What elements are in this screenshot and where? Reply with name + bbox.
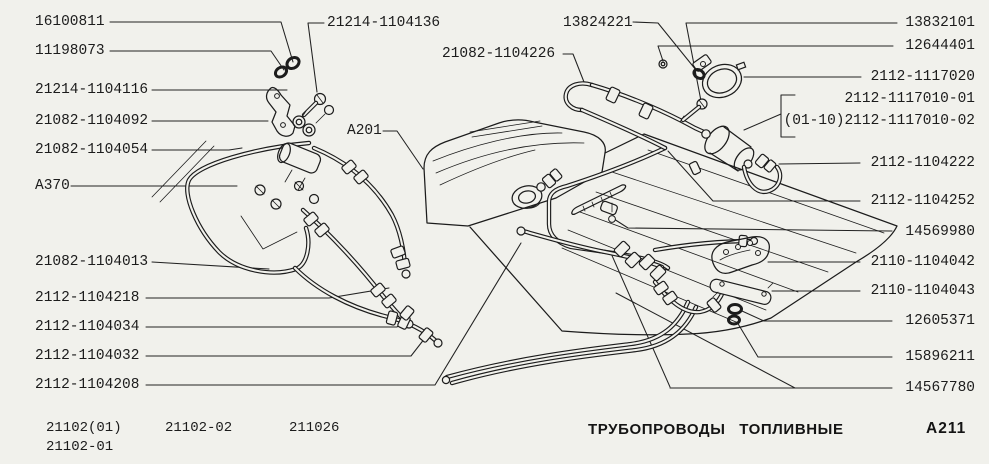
filter-clamp [692,54,747,99]
part-label: 21214-1104116 [35,82,149,98]
mount-washers [273,55,301,79]
part-label: 15896211 [905,349,975,365]
part-label: 14569980 [905,224,975,240]
model-code: 21102-02 [165,420,233,436]
clamp-bolt [679,98,708,123]
leader-lines [70,21,898,389]
tank-strap [571,184,627,216]
part-label: 21082-1104013 [35,254,149,270]
sheet-title: ТРУБОПРОВОДЫ ТОПЛИВНЫЕ [588,421,844,438]
rear-bracket [711,235,770,275]
sheet-code: A211 [926,420,967,437]
part-label: 2112-1104208 [35,377,140,393]
fuel-tee-assembly [240,142,322,250]
tank-outlet-fitting [536,168,563,192]
part-label: 14567780 [905,380,975,396]
bracket-bolt [301,92,335,124]
part-label: 21082-1104092 [35,113,149,129]
background-lines [151,140,215,203]
clamp-nut [658,59,668,69]
part-label: 12644401 [905,38,975,54]
part-label: (01-10)2112-1117010-02 [783,113,975,129]
pipe-bracket [265,86,316,137]
part-label: 2112-1117010-01 [844,91,975,107]
part-label: 21082-1104226 [442,46,556,62]
part-label: 13832101 [905,15,975,31]
model-code: 211026 [289,420,340,436]
part-label: 12605371 [905,313,975,329]
hose-fittings [303,159,443,348]
filter-outlet-hose [741,153,783,194]
model-code: 21102-01 [46,439,114,455]
part-label: 2110-1104043 [870,283,975,299]
part-label: 21214-1104136 [327,15,441,31]
supply-pipe [563,81,709,151]
part-label: 2112-1104252 [870,193,975,209]
part-label: 21082-1104054 [35,142,149,158]
rear-hose-cluster [613,240,728,315]
rear-washers [727,303,743,326]
part-label: 13824221 [563,15,633,31]
part-label: 2112-1104034 [35,319,140,335]
underbody-pipes [441,299,699,386]
part-label: A370 [35,178,70,194]
part-label: 2112-1104218 [35,290,140,306]
part-label: 2110-1104042 [870,254,975,270]
fuel-filter [701,125,755,172]
part-label: 16100811 [35,14,105,30]
part-label: 2112-1104032 [35,348,140,364]
model-code: 21102(01) [46,420,122,436]
rear-bar [709,278,774,305]
part-label: 2112-1117020 [870,69,975,85]
pipe-clip [600,200,618,223]
part-label: 11198073 [35,43,105,59]
part-label: 2112-1104222 [870,155,975,171]
part-label: A201 [347,123,382,139]
clamp-washer [692,67,706,81]
